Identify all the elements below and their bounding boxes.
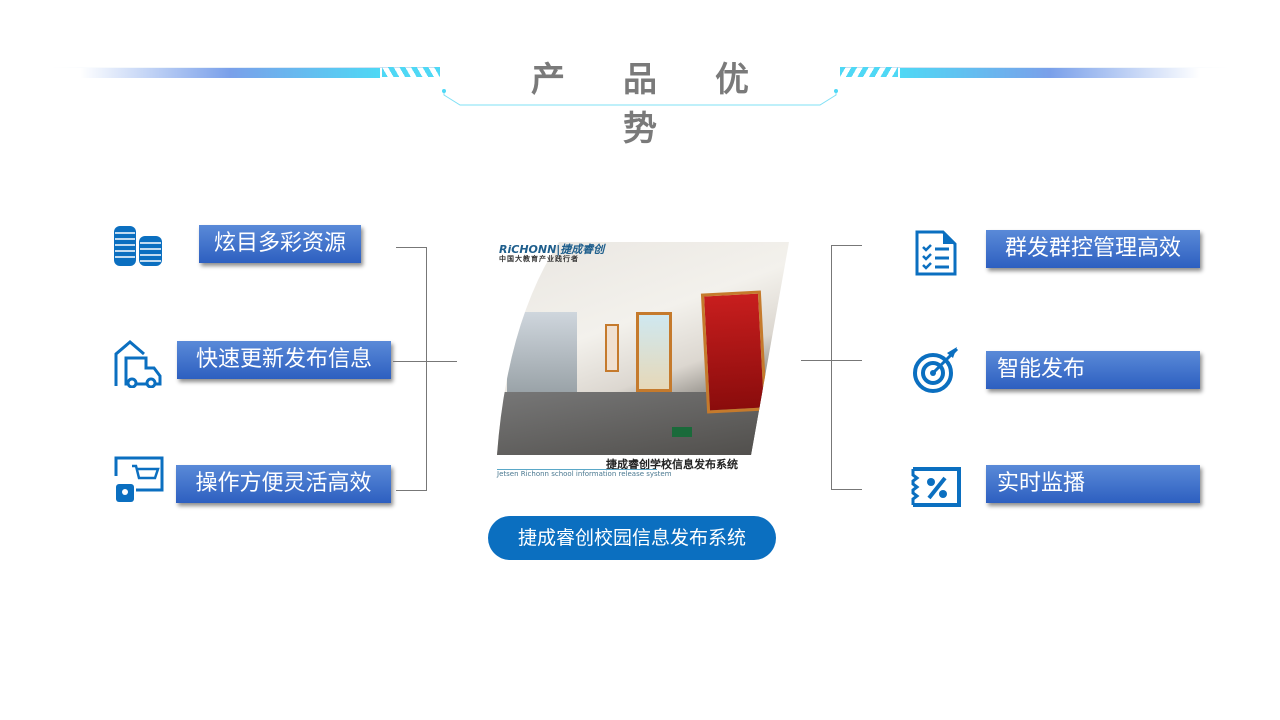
header-stripes-right xyxy=(840,67,898,77)
header-band-left xyxy=(80,68,380,78)
checklist-icon xyxy=(915,230,957,276)
header-line-right xyxy=(840,67,1230,68)
feature-easy-operation: 操作方便灵活高效 xyxy=(176,465,391,503)
feature-group-control: 群发群控管理高效 xyxy=(986,230,1200,268)
shopping-cart-lock-icon xyxy=(114,456,164,502)
connector-line xyxy=(396,490,426,491)
delivery-truck-icon xyxy=(114,340,162,388)
connector-line xyxy=(831,245,862,246)
title-bracket xyxy=(442,89,838,106)
connector-line xyxy=(831,245,832,490)
header-band-right xyxy=(900,68,1200,78)
feature-realtime-monitor: 实时监播 xyxy=(986,465,1200,503)
page-title: 产品优势 xyxy=(531,60,807,149)
header-stripes-left xyxy=(382,67,440,77)
company-slogan: 中国大教育产业践行者 xyxy=(499,255,579,263)
feature-smart-publish: 智能发布 xyxy=(986,351,1200,389)
company-logo: RiCHONN|捷成睿创 xyxy=(499,243,605,256)
header-line-left xyxy=(50,67,440,68)
product-photo xyxy=(497,242,789,455)
feature-fast-update: 快速更新发布信息 xyxy=(177,341,391,379)
coins-stack-icon xyxy=(114,226,162,266)
connector-line xyxy=(801,360,862,361)
connector-line xyxy=(426,247,427,491)
connector-line xyxy=(831,489,862,490)
connector-line xyxy=(393,361,457,362)
target-icon xyxy=(913,347,959,393)
image-caption: 捷成睿创学校信息发布系统 xyxy=(606,458,738,471)
image-caption-en: Jetsen Richonn school information releas… xyxy=(497,470,672,478)
feature-colorful-resources: 炫目多彩资源 xyxy=(199,225,361,263)
percent-ticket-icon xyxy=(911,467,961,507)
connector-line xyxy=(396,247,426,248)
system-name-button[interactable]: 捷成睿创校园信息发布系统 xyxy=(488,516,776,560)
